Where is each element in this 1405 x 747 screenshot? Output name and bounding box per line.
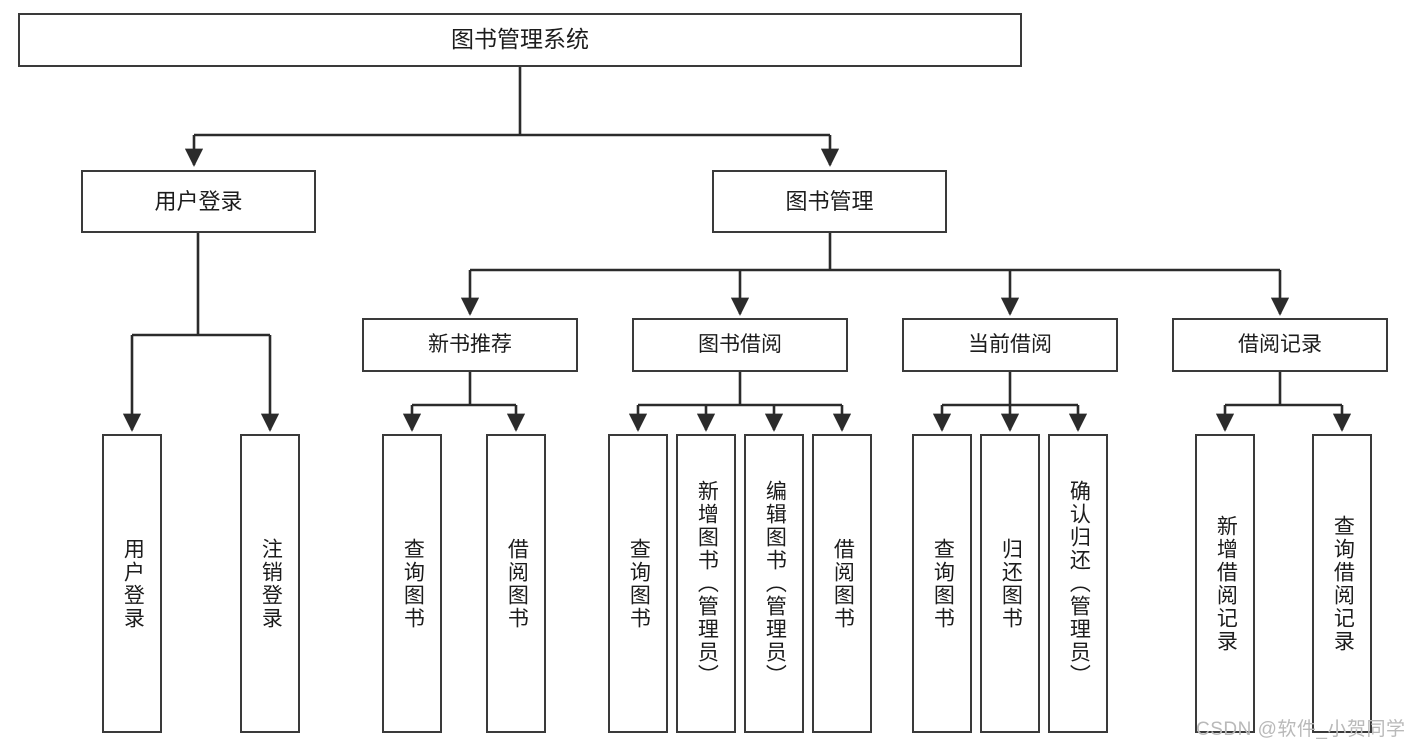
node-leaf-query-book-1[interactable]: 查询图书 [382, 434, 442, 733]
node-label: 注销登录 [259, 537, 283, 630]
node-user-login[interactable]: 用户登录 [81, 170, 316, 233]
node-root-book-management-system[interactable]: 图书管理系统 [18, 13, 1022, 67]
node-label: 新书推荐 [428, 332, 512, 356]
node-label: 查询图书 [931, 537, 955, 630]
node-leaf-logout-login[interactable]: 注销登录 [240, 434, 300, 733]
node-label: 用户登录 [121, 537, 145, 630]
node-label: 用户登录 [154, 188, 243, 214]
node-leaf-query-book-3[interactable]: 查询图书 [912, 434, 972, 733]
node-leaf-confirm-return-admin[interactable]: 确认归还（管理员） [1048, 434, 1108, 733]
node-book-manage[interactable]: 图书管理 [712, 170, 947, 233]
node-label: 编辑图书（管理员） [763, 480, 787, 687]
node-label: 新增借阅记录 [1214, 514, 1238, 653]
node-label: 查询图书 [401, 537, 425, 630]
node-label: 当前借阅 [968, 332, 1052, 356]
node-label: 查询借阅记录 [1331, 514, 1355, 653]
node-leaf-add-book-admin[interactable]: 新增图书（管理员） [676, 434, 736, 733]
node-leaf-add-borrow-record[interactable]: 新增借阅记录 [1195, 434, 1255, 733]
node-leaf-return-book[interactable]: 归还图书 [980, 434, 1040, 733]
node-label: 图书管理系统 [451, 26, 589, 53]
node-label: 查询图书 [627, 537, 651, 630]
node-current-borrow[interactable]: 当前借阅 [902, 318, 1118, 372]
node-leaf-query-book-2[interactable]: 查询图书 [608, 434, 668, 733]
node-label: 图书管理 [785, 188, 874, 214]
node-leaf-borrow-book-1[interactable]: 借阅图书 [486, 434, 546, 733]
node-label: 确认归还（管理员） [1067, 480, 1091, 687]
node-new-book-recommend[interactable]: 新书推荐 [362, 318, 578, 372]
node-book-borrow[interactable]: 图书借阅 [632, 318, 848, 372]
node-leaf-user-login[interactable]: 用户登录 [102, 434, 162, 733]
csdn-watermark: CSDN @软件_小贺同学 [1196, 719, 1405, 740]
node-label: 图书借阅 [698, 332, 782, 356]
node-label: 借阅记录 [1238, 332, 1322, 356]
node-label: 归还图书 [999, 537, 1023, 630]
node-borrow-record[interactable]: 借阅记录 [1172, 318, 1388, 372]
node-leaf-query-borrow-record[interactable]: 查询借阅记录 [1312, 434, 1372, 733]
node-label: 新增图书（管理员） [695, 480, 719, 687]
node-label: 借阅图书 [831, 537, 855, 630]
node-leaf-edit-book-admin[interactable]: 编辑图书（管理员） [744, 434, 804, 733]
node-leaf-borrow-book-2[interactable]: 借阅图书 [812, 434, 872, 733]
node-label: 借阅图书 [505, 537, 529, 630]
